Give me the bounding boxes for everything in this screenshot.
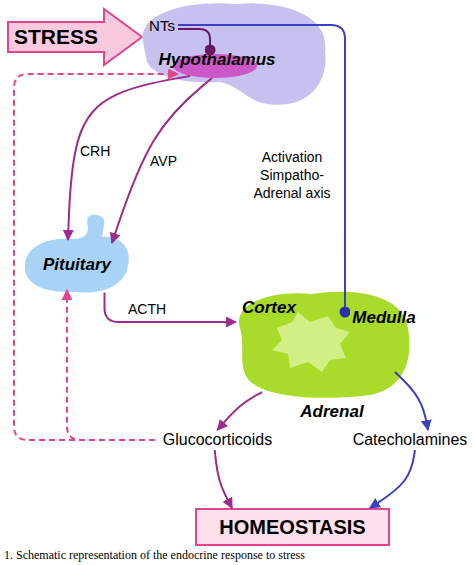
connector [112, 78, 212, 243]
figure-caption: 1. Schematic representation of the endoc… [4, 547, 470, 563]
hypothalamus-blob: Hypothalamus NTs [135, 0, 330, 112]
node-label: Glucocorticoids [155, 430, 280, 450]
adrenal-gland: CortexAdrenalMedulla [232, 288, 412, 400]
hormone-label: Catecholamines [348, 430, 472, 450]
node-label: NTs [146, 16, 178, 36]
node-label: HOMEOSTASIS [197, 510, 388, 544]
node-label: STRESS [8, 22, 104, 52]
stress-arrow: STRESS [8, 8, 144, 66]
connector [215, 450, 232, 508]
edge-label: AVP [150, 152, 177, 170]
connector [68, 76, 190, 240]
pituitary-shape [25, 215, 129, 293]
stress-arrow-shape [8, 9, 142, 65]
node-label: Medulla [352, 308, 416, 328]
node-label: Cortex [238, 298, 300, 318]
node-label: Hypothalamus [150, 50, 284, 70]
edge-label: Activation Simpatho-Adrenal axis [252, 148, 332, 202]
connector [370, 450, 415, 508]
node-label: Adrenal [292, 402, 372, 422]
hormone-label: Glucocorticoids [155, 430, 280, 450]
node-label: Pituitary [30, 255, 124, 275]
edge-label: CRH [80, 142, 110, 160]
brain-shape [143, 3, 326, 105]
connector [218, 392, 263, 430]
homeostasis-box: HOMEOSTASIS [195, 508, 390, 546]
node-label: Catecholamines [348, 430, 472, 450]
adrenal-shape [239, 292, 409, 398]
connector [14, 74, 178, 440]
connector [105, 293, 236, 322]
edge-label: ACTH [128, 300, 166, 318]
medulla-region: Medulla [338, 312, 416, 372]
pituitary-blob: Pituitary [22, 215, 132, 295]
neurotransmitter-label: NTs [146, 16, 178, 36]
medulla-shape [272, 312, 350, 372]
connector [395, 372, 428, 430]
